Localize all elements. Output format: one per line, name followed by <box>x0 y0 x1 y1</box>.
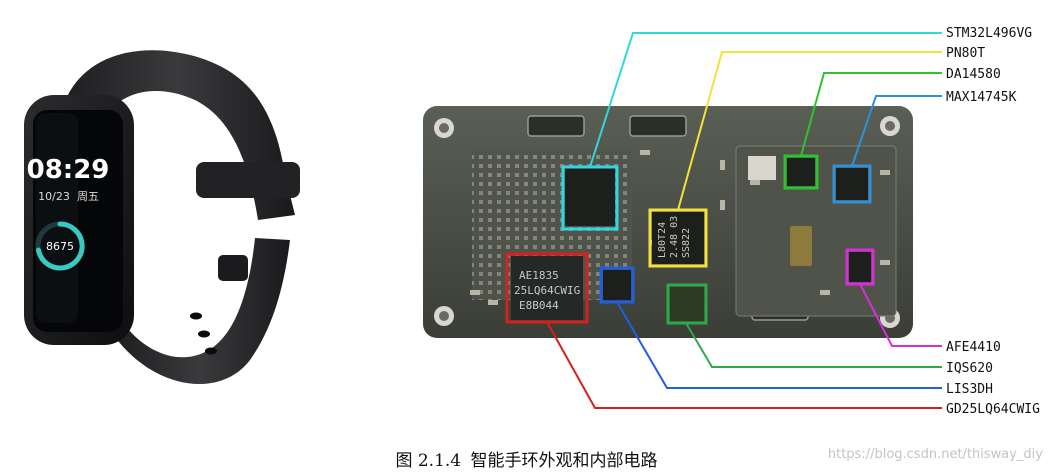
component-labels: STM32L496VG PN80T DA14580 MAX14745K AFE4… <box>946 26 1040 417</box>
smart-band-illustration: 08:29 10/23 周五 8675 <box>24 50 300 384</box>
chip-max14745 <box>836 168 868 200</box>
leader-afe4410 <box>859 283 942 347</box>
chip-aux <box>748 156 776 180</box>
leader-gd25 <box>546 321 942 409</box>
leader-max14745 <box>851 95 942 167</box>
label-da14580: DA14580 <box>946 67 1001 82</box>
chip-stm32 <box>565 168 615 226</box>
figure-caption: 图 2.1.4 智能手环外观和内部电路 <box>0 446 1057 471</box>
svg-text:L80T24: L80T24 <box>657 222 668 258</box>
chip-lis3dh <box>603 270 631 300</box>
chip-pn80t <box>652 212 704 264</box>
label-afe4410: AFE4410 <box>946 340 1001 355</box>
connector-top-right <box>629 115 687 137</box>
band-weekday: 周五 <box>77 190 99 203</box>
figure-number: 图 2.1.4 <box>395 451 462 471</box>
band-strap-top <box>60 50 295 220</box>
chip-da14580 <box>787 158 815 186</box>
nfc-chip-marking: L80T24 2.48 03 SS822 <box>657 216 692 258</box>
leader-pn80t <box>677 51 942 211</box>
strap-holes <box>190 312 217 355</box>
leader-iqs620 <box>685 322 942 368</box>
flash-chip-marking: AE1835 25LQ64CWIG E8B044 <box>514 269 580 312</box>
label-stm32: STM32L496VG <box>946 26 1032 41</box>
band-buckle <box>196 162 300 198</box>
svg-text:25LQ64CWIG: 25LQ64CWIG <box>514 284 580 297</box>
step-ring-progress <box>36 221 85 271</box>
leader-lis3dh <box>616 301 942 389</box>
leader-lines <box>546 32 942 409</box>
band-strap-bottom <box>110 238 290 384</box>
band-date: 10/23 <box>38 190 70 203</box>
mounting-holes <box>434 116 900 328</box>
label-gd25: GD25LQ64CWIG <box>946 402 1040 417</box>
pcb-board: AE1835 25LQ64CWIG E8B044 L80T24 2.48 03 … <box>423 106 913 338</box>
band-keeper <box>218 255 248 281</box>
crystal <box>790 226 812 266</box>
leader-da14580 <box>800 72 942 157</box>
figure-title: 智能手环外观和内部电路 <box>470 451 658 471</box>
label-max14745: MAX14745K <box>946 90 1017 105</box>
band-steps: 8675 <box>46 240 74 253</box>
chip-iqs620 <box>670 287 704 321</box>
chip-afe4410 <box>849 252 871 282</box>
band-time: 08:29 <box>27 155 110 185</box>
svg-text:E8B044: E8B044 <box>519 299 559 312</box>
label-iqs620: IQS620 <box>946 361 993 376</box>
svg-text:SS822: SS822 <box>681 228 692 258</box>
svg-text:2.48 03: 2.48 03 <box>669 216 680 258</box>
label-lis3dh: LIS3DH <box>946 382 993 397</box>
connector-top-left <box>527 115 585 137</box>
watermark: https://blog.csdn.net/thisway_diy <box>827 447 1043 462</box>
leader-stm32 <box>589 32 942 168</box>
chip-gd25-flash <box>511 256 583 320</box>
svg-text:AE1835: AE1835 <box>519 269 559 282</box>
label-pn80t: PN80T <box>946 46 985 61</box>
